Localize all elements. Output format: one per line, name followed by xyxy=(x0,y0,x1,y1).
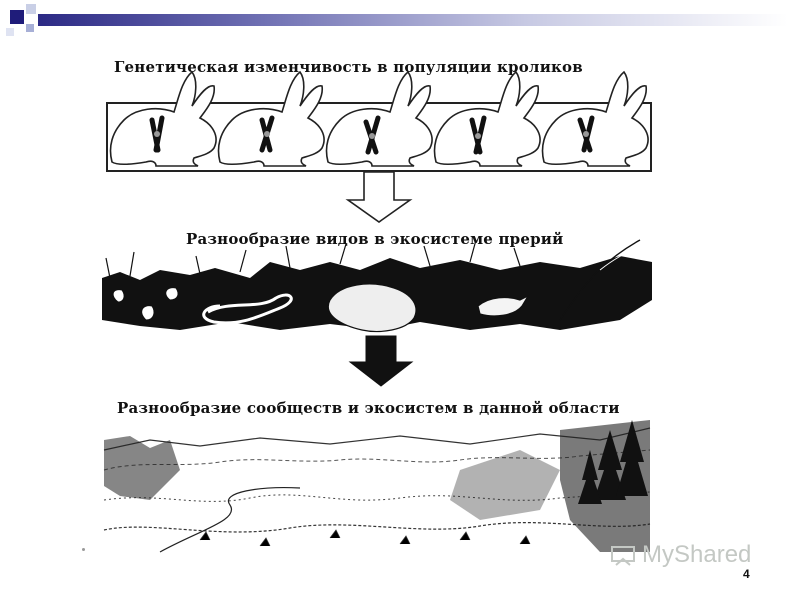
heading-species-diversity: Разнообразие видов в экосистеме прерий xyxy=(186,230,564,248)
stray-dot xyxy=(82,548,85,551)
snake-icon xyxy=(202,293,293,325)
page-number: 4 xyxy=(743,567,750,581)
watermark: MyShared xyxy=(610,541,751,569)
decor-square-dark xyxy=(10,10,24,24)
decor-square-light xyxy=(26,4,36,14)
conifer-trees-icon xyxy=(578,420,648,504)
decor-square-mid xyxy=(26,24,34,32)
slide-header-decoration xyxy=(0,0,800,40)
stream-icon xyxy=(159,487,301,553)
rabbit-population-panel xyxy=(106,102,652,172)
prairie-dog-icon xyxy=(327,283,417,333)
heading-genetic-variation: Генетическая изменчивость в популяции кр… xyxy=(114,58,583,76)
down-arrow-outline-icon xyxy=(345,171,413,223)
myshared-logo-icon xyxy=(611,546,635,566)
heading-ecosystem-diversity: Разнообразие сообществ и экосистем в дан… xyxy=(117,399,620,417)
bird-icon xyxy=(477,294,530,317)
header-gradient-bar xyxy=(38,14,788,26)
decor-square-pale xyxy=(6,28,14,36)
watermark-text: MyShared xyxy=(642,541,752,568)
down-arrow-filled-icon xyxy=(348,335,414,387)
